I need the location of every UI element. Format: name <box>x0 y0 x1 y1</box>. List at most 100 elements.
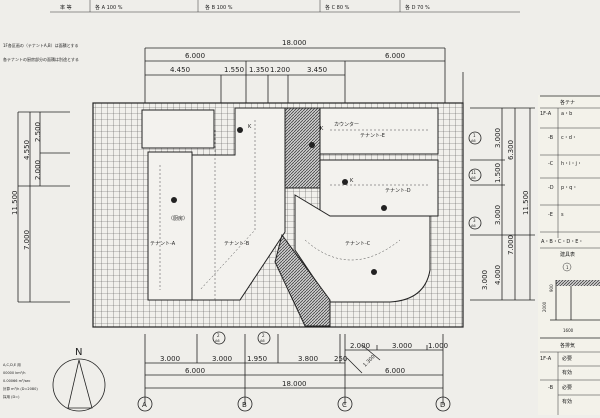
label: A6 <box>471 176 476 180</box>
dim-label: 11.500 <box>11 191 19 216</box>
axis-c-label: C <box>342 401 347 409</box>
header-cell: 各 A 100 % <box>95 4 123 11</box>
dim-label: 11.500 <box>522 191 530 216</box>
label: A・B・C・D・E・ <box>541 239 583 245</box>
core-restrooms <box>284 107 321 189</box>
axis-b-label: B <box>242 401 247 409</box>
dim-label: 3.450 <box>307 66 327 74</box>
tenant-d-label: テナント-D <box>385 188 411 194</box>
note: 1F各区画の（テナントA,B）は面積とする <box>3 42 78 48</box>
tenant-d-room <box>319 159 439 217</box>
axis-a-label: A <box>142 401 147 409</box>
dim-label: 1.550 <box>224 66 244 74</box>
label: 有効 <box>562 369 572 376</box>
label: -B <box>548 135 554 141</box>
kitchen-mark: K <box>350 178 354 184</box>
left-dimensions: 11.500 4.550 7.000 2.500 2.000 <box>11 111 70 303</box>
header-cell: 各 C 80 % <box>325 4 350 11</box>
dim-label: 7.000 <box>23 230 31 250</box>
dim-label: 3.000 <box>212 355 232 363</box>
dim-label: 6.000 <box>185 367 205 375</box>
dim-label: 6.300 <box>507 140 515 160</box>
label: 3 <box>473 218 476 223</box>
label: A6 <box>471 139 476 143</box>
dim-label: 1.300 <box>362 354 376 368</box>
tenant-b-label: テナント-B <box>224 241 250 247</box>
stair-room <box>141 109 215 149</box>
dim-label: 3.000 <box>481 270 489 290</box>
label: 1 <box>473 133 476 138</box>
dim-label: 1.350 <box>249 66 269 74</box>
label: c・d・ <box>561 135 577 141</box>
tenant-c-label: テナント-C <box>345 241 371 247</box>
dim-label: 3.000 <box>494 205 502 225</box>
label: -E <box>548 212 553 218</box>
dim-label: 1.000 <box>428 342 448 350</box>
right-dimensions: 3.000 1.500 3.000 4.000 6.300 7.000 11.5… <box>470 107 535 301</box>
dim-label: 4.450 <box>170 66 190 74</box>
dim-label: 4.550 <box>23 140 31 160</box>
label: -D <box>548 185 554 191</box>
axis-d-label: D <box>440 401 445 409</box>
label: 900 <box>549 284 554 292</box>
dim-label: 3.000 <box>494 128 502 148</box>
dim-label: 4.000 <box>494 265 502 285</box>
label: 2 <box>262 333 265 338</box>
room-labels: テナント-A テナント-B テナント-C テナント-D テナント-E （厨房） … <box>150 121 411 247</box>
dim-label: 1.500 <box>494 163 502 183</box>
label: -C <box>548 161 554 167</box>
dim-label: 2.000 <box>34 160 42 180</box>
label: a・b <box>561 111 572 117</box>
dim-label: 18.000 <box>282 380 307 388</box>
dim-label: 3.800 <box>298 355 318 363</box>
kitchen-mark: K <box>248 124 252 130</box>
label: A6 <box>215 339 220 343</box>
label: A6 <box>260 339 265 343</box>
tenant-e-room <box>319 107 439 155</box>
counter-label: カウンター <box>334 121 359 128</box>
dim-label: 7.000 <box>507 235 515 255</box>
header-cell: 各 B 100 % <box>205 4 233 11</box>
dim-label: 3.000 <box>392 342 412 350</box>
bottom-dimensions: 3.000 3.000 1.950 3.800 250 2.000 3.000 … <box>144 334 448 405</box>
label: 1F-A <box>540 356 552 362</box>
tenant-c-room <box>294 194 431 303</box>
table-title: 各テナ <box>560 99 575 106</box>
label: -B <box>548 385 554 391</box>
label: 1F-A <box>540 111 552 117</box>
header-table: 率 等 各 A 100 % 各 B 100 % 各 C 80 % 各 D 70 … <box>50 0 520 13</box>
dim-label: 2.500 <box>34 122 42 142</box>
label: 1 <box>566 265 569 270</box>
dim-label: 2.000 <box>350 342 370 350</box>
dim-label: 6.000 <box>185 52 205 60</box>
label: 必要 <box>562 384 572 391</box>
label: 有効 <box>562 398 572 405</box>
dim-label: 18.000 <box>282 39 307 47</box>
label: 採用 (D=) <box>3 394 20 399</box>
kitchen-label: （厨房） <box>168 215 188 222</box>
label: A6 <box>471 224 476 228</box>
label: 0.00066 m³/sec <box>3 379 31 383</box>
label: h・i・j・ <box>561 161 582 167</box>
grid-axes: A B C D <box>137 396 451 412</box>
north-arrow-icon: N <box>52 347 106 412</box>
label: 1600 <box>563 328 574 333</box>
dim-label: 3.000 <box>160 355 180 363</box>
tenant-a-label: テナント-A <box>150 241 176 247</box>
dim-label: 6.000 <box>385 367 405 375</box>
dim-label: 6.000 <box>385 52 405 60</box>
dim-label: 1.200 <box>270 66 290 74</box>
label: 建具表 <box>560 251 575 258</box>
dim-label: 1.950 <box>247 355 267 363</box>
kitchen-mark: K <box>320 126 324 132</box>
exterior-stair <box>274 233 331 327</box>
note: 各テナントの厨房部分の面積は別途とする <box>3 56 79 62</box>
label: N <box>75 347 82 358</box>
header-cell: 各 D 70 % <box>405 4 430 11</box>
building-interior <box>141 107 439 327</box>
label: 必要 <box>562 355 572 362</box>
dim-label: 250 <box>334 355 347 363</box>
